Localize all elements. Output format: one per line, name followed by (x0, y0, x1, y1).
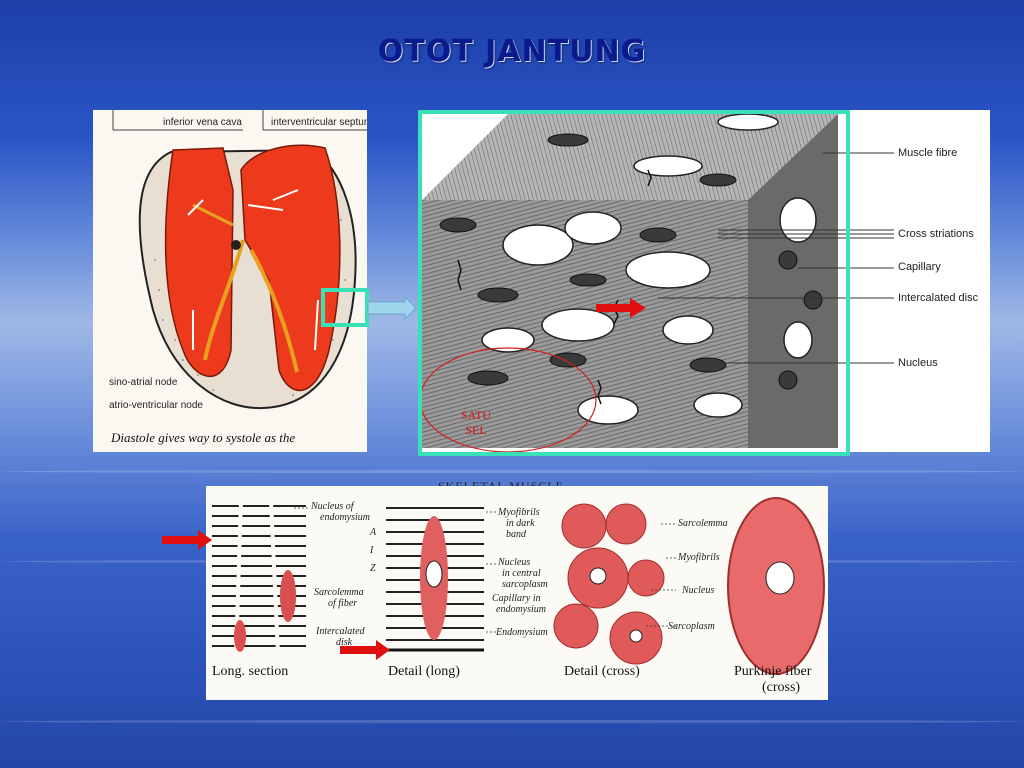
hist-label-sarcoplasm: sarcoplasm (502, 579, 548, 590)
muscle-block-frame (418, 110, 850, 456)
long-section-arrow (162, 530, 212, 550)
hist-label-in-central: in central (502, 568, 541, 579)
muscle-block-illustration (419, 113, 894, 452)
hist-label-in-dark: in dark (506, 518, 535, 529)
hist-letter-a: A (370, 527, 377, 538)
histology-illustration (212, 497, 825, 675)
label-nucleus: Nucleus (898, 357, 938, 369)
hist-label-myofibrils: Myofibrils (498, 507, 540, 518)
hist-label-sarcoplasm-cross: Sarcoplasm (668, 621, 715, 632)
intercalated-disc-arrow (596, 298, 646, 318)
hist-label-intercalated: Intercalated (316, 626, 365, 637)
caption-detail-long: Detail (long) (388, 664, 460, 679)
label-cross-striations: Cross striations (898, 228, 974, 240)
heart-figure: inferior vena cava interventricular sept… (93, 110, 367, 452)
heart-label-inferior-vena-cava: inferior vena cava (163, 117, 242, 128)
muscle-block-figure: Muscle fibre Cross striations Capillary … (418, 110, 990, 452)
hist-label-nucleus-of: Nucleus of (311, 501, 354, 512)
label-capillary: Capillary (898, 261, 941, 273)
zoom-arrow (367, 295, 417, 321)
caption-purkinje-fiber: Purkinje fiber (734, 664, 812, 679)
heart-label-interventricular-septum: interventricular septum (271, 117, 367, 128)
hist-label-endomysium-3: Endomysium (496, 627, 548, 638)
single-cell-label-line1: SATU (460, 408, 491, 422)
hist-label-of-fiber: of fiber (328, 598, 358, 609)
caption-long-section: Long. section (212, 664, 289, 679)
heart-label-sa-node: sino-atrial node (109, 377, 178, 388)
histology-header-partial: SKELETAL MUSCLE (438, 479, 564, 486)
hist-label-nucleus: Nucleus (498, 557, 531, 568)
hist-label-sarcolemma-cross: Sarcolemma (678, 518, 728, 529)
label-intercalated-disc: Intercalated disc (898, 292, 979, 304)
heart-label-av-node: atrio-ventricular node (109, 400, 203, 411)
hist-label-endomysium: endomysium (320, 512, 370, 523)
hist-letter-z: Z (370, 563, 376, 574)
hist-label-disk: disk (336, 637, 353, 648)
single-cell-label: SATU SEL (456, 408, 496, 438)
heart-illustration (112, 110, 367, 410)
single-cell-label-line2: SEL (465, 423, 487, 437)
heart-caption: Diastole gives way to systole as the (111, 430, 296, 445)
hist-label-myofibrils-cross: Myofibrils (678, 552, 720, 563)
hist-label-capillary-in: Capillary in (492, 593, 541, 604)
hist-label-sarcolemma: Sarcolemma (314, 587, 364, 598)
label-muscle-fibre: Muscle fibre (898, 147, 958, 159)
caption-purkinje-cross: (cross) (762, 680, 801, 695)
background-wave (0, 720, 1024, 723)
hist-label-nucleus-cross: Nucleus (682, 585, 715, 596)
hist-letter-i: I (370, 545, 374, 556)
histology-figure: Nucleus of endomysium Sarcolemma of fibe… (206, 486, 828, 700)
hist-label-endomysium-2: endomysium (496, 604, 546, 615)
caption-detail-cross: Detail (cross) (564, 664, 640, 679)
background-wave (0, 470, 1024, 473)
hist-label-band: band (506, 529, 526, 540)
slide-title: OTOT JANTUNG (377, 34, 647, 69)
